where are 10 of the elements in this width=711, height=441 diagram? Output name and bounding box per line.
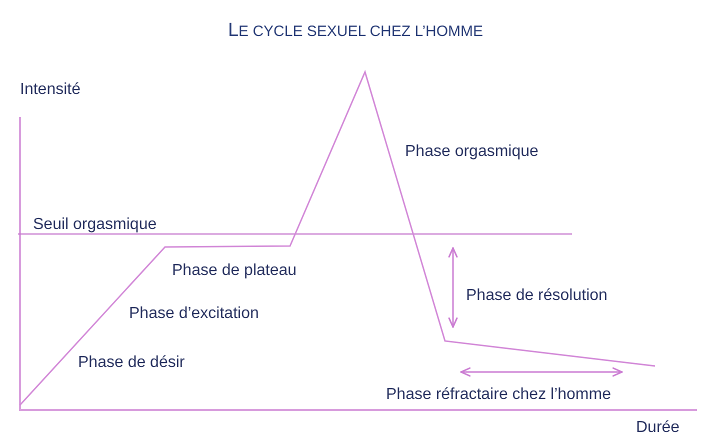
diagram-title: LE CYCLE SEXUEL CHEZ L’HOMME <box>228 20 484 42</box>
phase-label: Phase de désir <box>78 353 185 372</box>
threshold-label: Seuil orgasmique <box>33 215 157 234</box>
axis-label: Durée <box>636 418 680 437</box>
phase-label: Phase d’excitation <box>129 304 259 323</box>
phase-label: Phase orgasmique <box>405 142 538 161</box>
phase-label: Phase réfractaire chez l’homme <box>386 385 611 404</box>
axis-label: Intensité <box>20 80 80 99</box>
phase-label: Phase de plateau <box>172 261 297 280</box>
phase-label: Phase de résolution <box>466 286 608 305</box>
